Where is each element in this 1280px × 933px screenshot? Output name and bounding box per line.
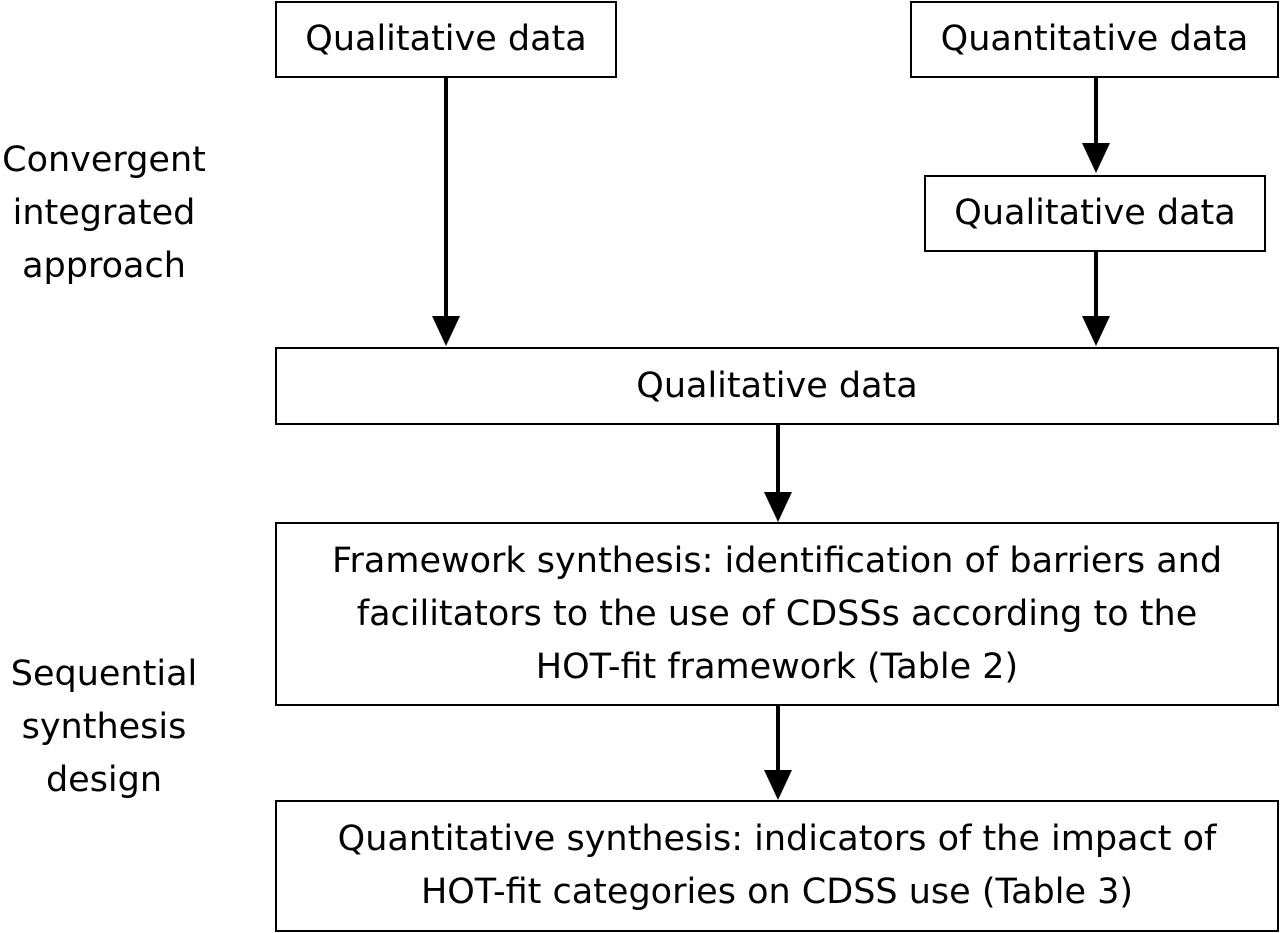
side-label-line: Sequential <box>10 654 198 694</box>
transformed-qualitative-data-box: Qualitative data <box>924 175 1266 252</box>
side-label-line: approach <box>22 246 186 286</box>
quantitative-data-box: Quantitative data <box>910 1 1279 78</box>
quantitative-synthesis-box: Quantitative synthesis: indicators of th… <box>275 800 1279 932</box>
arrow-quantitative-to-qualitative <box>1082 77 1110 173</box>
box-label-line: Framework synthesis: identification of b… <box>331 540 1223 581</box>
arrow-framework-to-quantitative-synthesis <box>764 705 792 800</box>
side-label-line: synthesis <box>21 707 187 747</box>
box-label-line: HOT-fit categories on CDSS use (Table 3) <box>420 872 1134 912</box>
box-label-line: facilitators to the use of CDSSs accordi… <box>356 593 1198 634</box>
convergent-integrated-approach-label: Convergent integrated approach <box>0 134 214 293</box>
merged-qualitative-data-box: Qualitative data <box>275 347 1279 425</box>
side-label-line: Convergent <box>2 140 206 180</box>
qualitative-data-box: Qualitative data <box>275 1 617 78</box>
arrow-merged-to-framework <box>764 424 792 522</box>
side-label-line: integrated <box>12 193 196 233</box>
box-label: Quantitative data <box>940 19 1249 59</box>
box-label: Qualitative data <box>636 365 918 406</box>
side-label-line: design <box>45 760 163 800</box>
framework-synthesis-box: Framework synthesis: identification of b… <box>275 522 1279 706</box>
box-label-line: Quantitative synthesis: indicators of th… <box>337 819 1217 859</box>
box-label: Qualitative data <box>954 193 1236 233</box>
arrow-transformed-to-merged <box>1082 252 1110 346</box>
box-label-line: HOT-fit framework (Table 2) <box>535 646 1019 687</box>
sequential-synthesis-design-label: Sequential synthesis design <box>0 648 214 807</box>
box-label: Qualitative data <box>305 19 587 59</box>
arrow-qualitative-top-to-merged <box>432 77 460 346</box>
